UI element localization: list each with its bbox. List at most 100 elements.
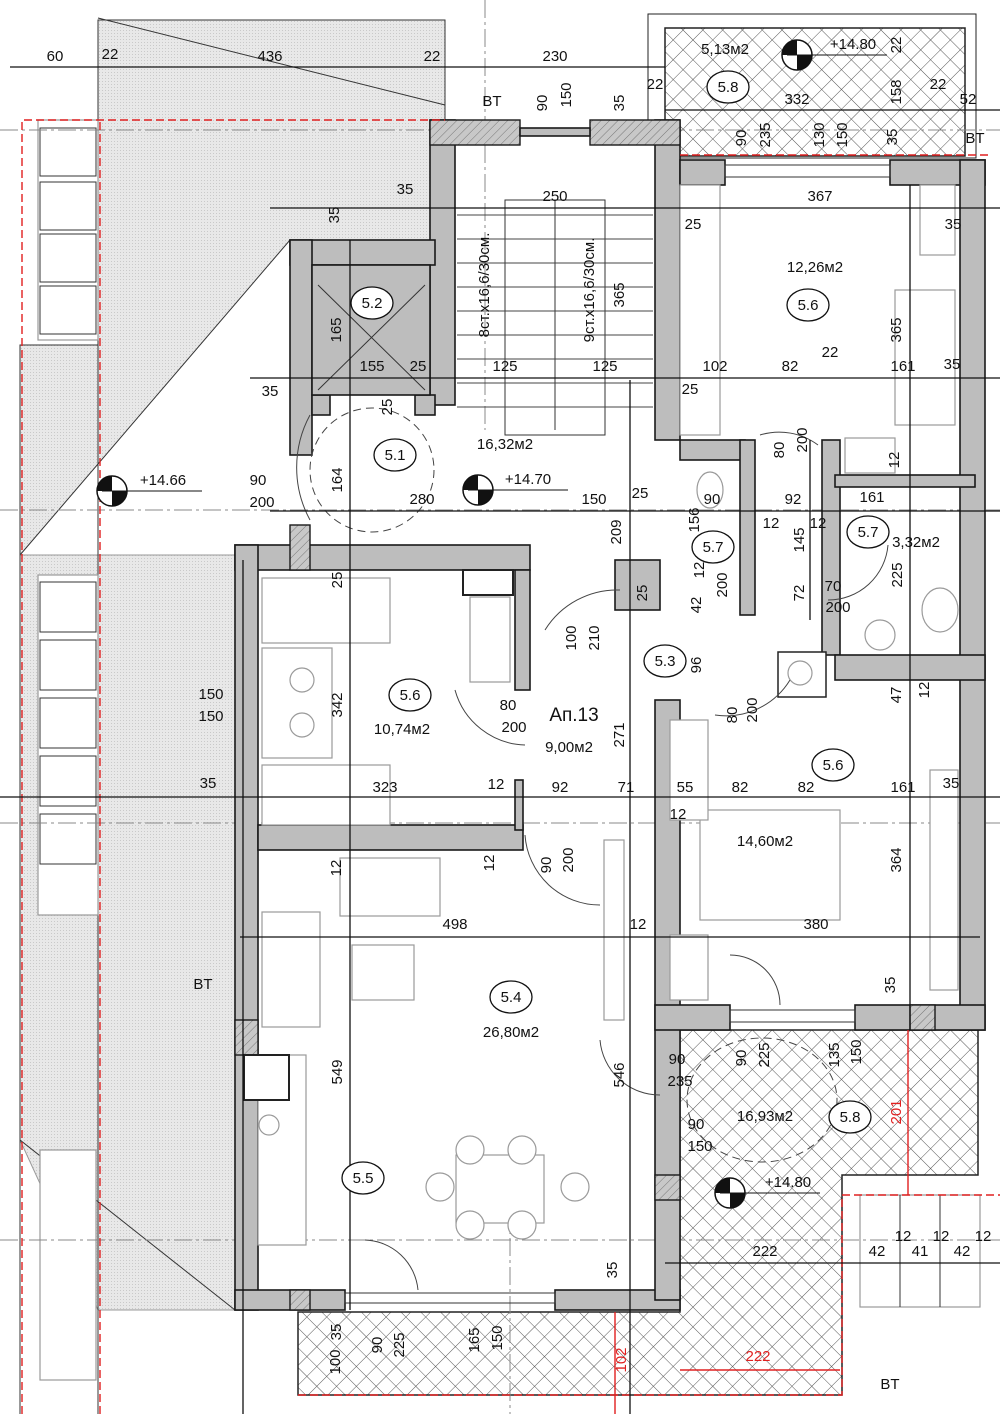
dimension-label: 96 — [688, 657, 705, 674]
dimension-label: 47 — [888, 687, 905, 704]
dimension-label: 365 — [888, 317, 905, 342]
room-tag: 5.2 — [362, 295, 383, 312]
dimension-label: 35 — [884, 129, 901, 146]
dimension-label: 12 — [763, 515, 780, 532]
dimension-label: 135 — [826, 1042, 843, 1067]
room-tag-circle — [846, 515, 890, 549]
dimension-label: 364 — [888, 847, 905, 872]
dimension-label: 42 — [869, 1243, 886, 1260]
room-area: 26,80м2 — [483, 1024, 539, 1041]
room-tag: 5.7 — [703, 539, 724, 556]
dimension-lines — [0, 66, 1000, 1414]
dimension-label: 235 — [667, 1073, 692, 1090]
dimension-label: 92 — [552, 779, 569, 796]
room-tag-circle — [373, 438, 417, 472]
room-area: 16,32м2 — [477, 436, 533, 453]
dimension-label: 22 — [822, 344, 839, 361]
dimension-label: 35 — [328, 1324, 345, 1341]
room-tag: 5.3 — [655, 653, 676, 670]
dimension-label: 35 — [397, 181, 414, 198]
dimension-label: 498 — [442, 916, 467, 933]
dimension-label: 250 — [542, 188, 567, 205]
door-swings — [296, 407, 889, 1291]
dimension-label: 150 — [848, 1039, 865, 1064]
dimension-label: 35 — [326, 207, 343, 224]
dimension-label: 22 — [102, 46, 119, 63]
dimension-label: 41 — [912, 1243, 929, 1260]
dimension-label: 80 — [500, 697, 517, 714]
room-tag: 5.7 — [858, 524, 879, 541]
room-tag-circle — [786, 288, 830, 322]
room-tag-circle — [341, 1161, 385, 1195]
dimension-label: 145 — [791, 527, 808, 552]
dimension-label: 150 — [198, 686, 223, 703]
room-tag: 5.5 — [353, 1170, 374, 1187]
dimension-label: 35 — [943, 775, 960, 792]
level-label: +14.80 — [830, 36, 876, 53]
dimension-label: 12 — [488, 776, 505, 793]
dimension-label: 80 — [724, 707, 741, 724]
level-marker-icon — [96, 475, 202, 507]
dimension-label: 90 — [369, 1337, 386, 1354]
dimension-label: 80 — [771, 442, 788, 459]
dimension-label: 55 — [677, 779, 694, 796]
room-tag-circle — [828, 1100, 872, 1134]
level-label: +14.80 — [765, 1174, 811, 1191]
room-tag: 5.6 — [798, 297, 819, 314]
dimension-label: 90 — [534, 95, 551, 112]
dimension-label: 12 — [810, 515, 827, 532]
dimension-label: 12 — [886, 452, 903, 469]
dimension-label: 12 — [895, 1228, 912, 1245]
dimension-label: 25 — [329, 572, 346, 589]
staircase — [457, 199, 653, 436]
dimension-label: 200 — [794, 427, 811, 452]
dimension-label: 90 — [538, 857, 555, 874]
room-area: 10,74м2 — [374, 721, 430, 738]
dimension-label: 150 — [198, 708, 223, 725]
room-area: 3,32м2 — [892, 534, 940, 551]
dimension-label: 35 — [262, 383, 279, 400]
dimension-label: 82 — [782, 358, 799, 375]
dimension-label: 230 — [542, 48, 567, 65]
dimension-label: 200 — [501, 719, 526, 736]
dimension-label: 209 — [608, 519, 625, 544]
dimension-label: 380 — [803, 916, 828, 933]
room-tag: 5.8 — [840, 1109, 861, 1126]
dimension-label: 225 — [391, 1332, 408, 1357]
dimension-label: 150 — [558, 82, 575, 107]
dimension-label: 22 — [647, 76, 664, 93]
dimension-label: 165 — [466, 1327, 483, 1352]
dimension-label: 22 — [930, 76, 947, 93]
dimension-label: 90 — [688, 1116, 705, 1133]
dimension-label: 225 — [889, 562, 906, 587]
dimension-label: 125 — [592, 358, 617, 375]
dimension-label: 150 — [834, 122, 851, 147]
dimension-label: 12 — [630, 916, 647, 933]
room-tag: 5.4 — [501, 989, 522, 1006]
room-area: 16,93м2 — [737, 1108, 793, 1125]
dimension-label: 200 — [714, 572, 731, 597]
dimension-label: 155 — [359, 358, 384, 375]
dimension-label: 156 — [686, 507, 703, 532]
dimension-label: 72 — [791, 585, 808, 602]
dimension-label: 150 — [581, 491, 606, 508]
dimension-label: 35 — [944, 356, 961, 373]
room-area: 9,00м2 — [545, 739, 593, 756]
dimension-label: 35 — [611, 95, 628, 112]
dimension-label: 222 — [752, 1243, 777, 1260]
room-tag-circle — [388, 678, 432, 712]
dimension-label: 71 — [618, 779, 635, 796]
dimension-label: 161 — [859, 489, 884, 506]
dimension-label: 125 — [492, 358, 517, 375]
dimension-label: 200 — [249, 494, 274, 511]
dimension-label: 12 — [670, 806, 687, 823]
room-tag-circle — [489, 980, 533, 1014]
dimension-label: 210 — [586, 625, 603, 650]
dimension-label: 25 — [379, 399, 396, 416]
dimension-label: 100 — [563, 625, 580, 650]
dimension-label: 201 — [888, 1099, 905, 1124]
dimension-label: 52 — [960, 91, 977, 108]
dimension-label: 12 — [916, 682, 933, 699]
room-tag: 5.6 — [400, 687, 421, 704]
level-marker-icon — [714, 1177, 820, 1209]
